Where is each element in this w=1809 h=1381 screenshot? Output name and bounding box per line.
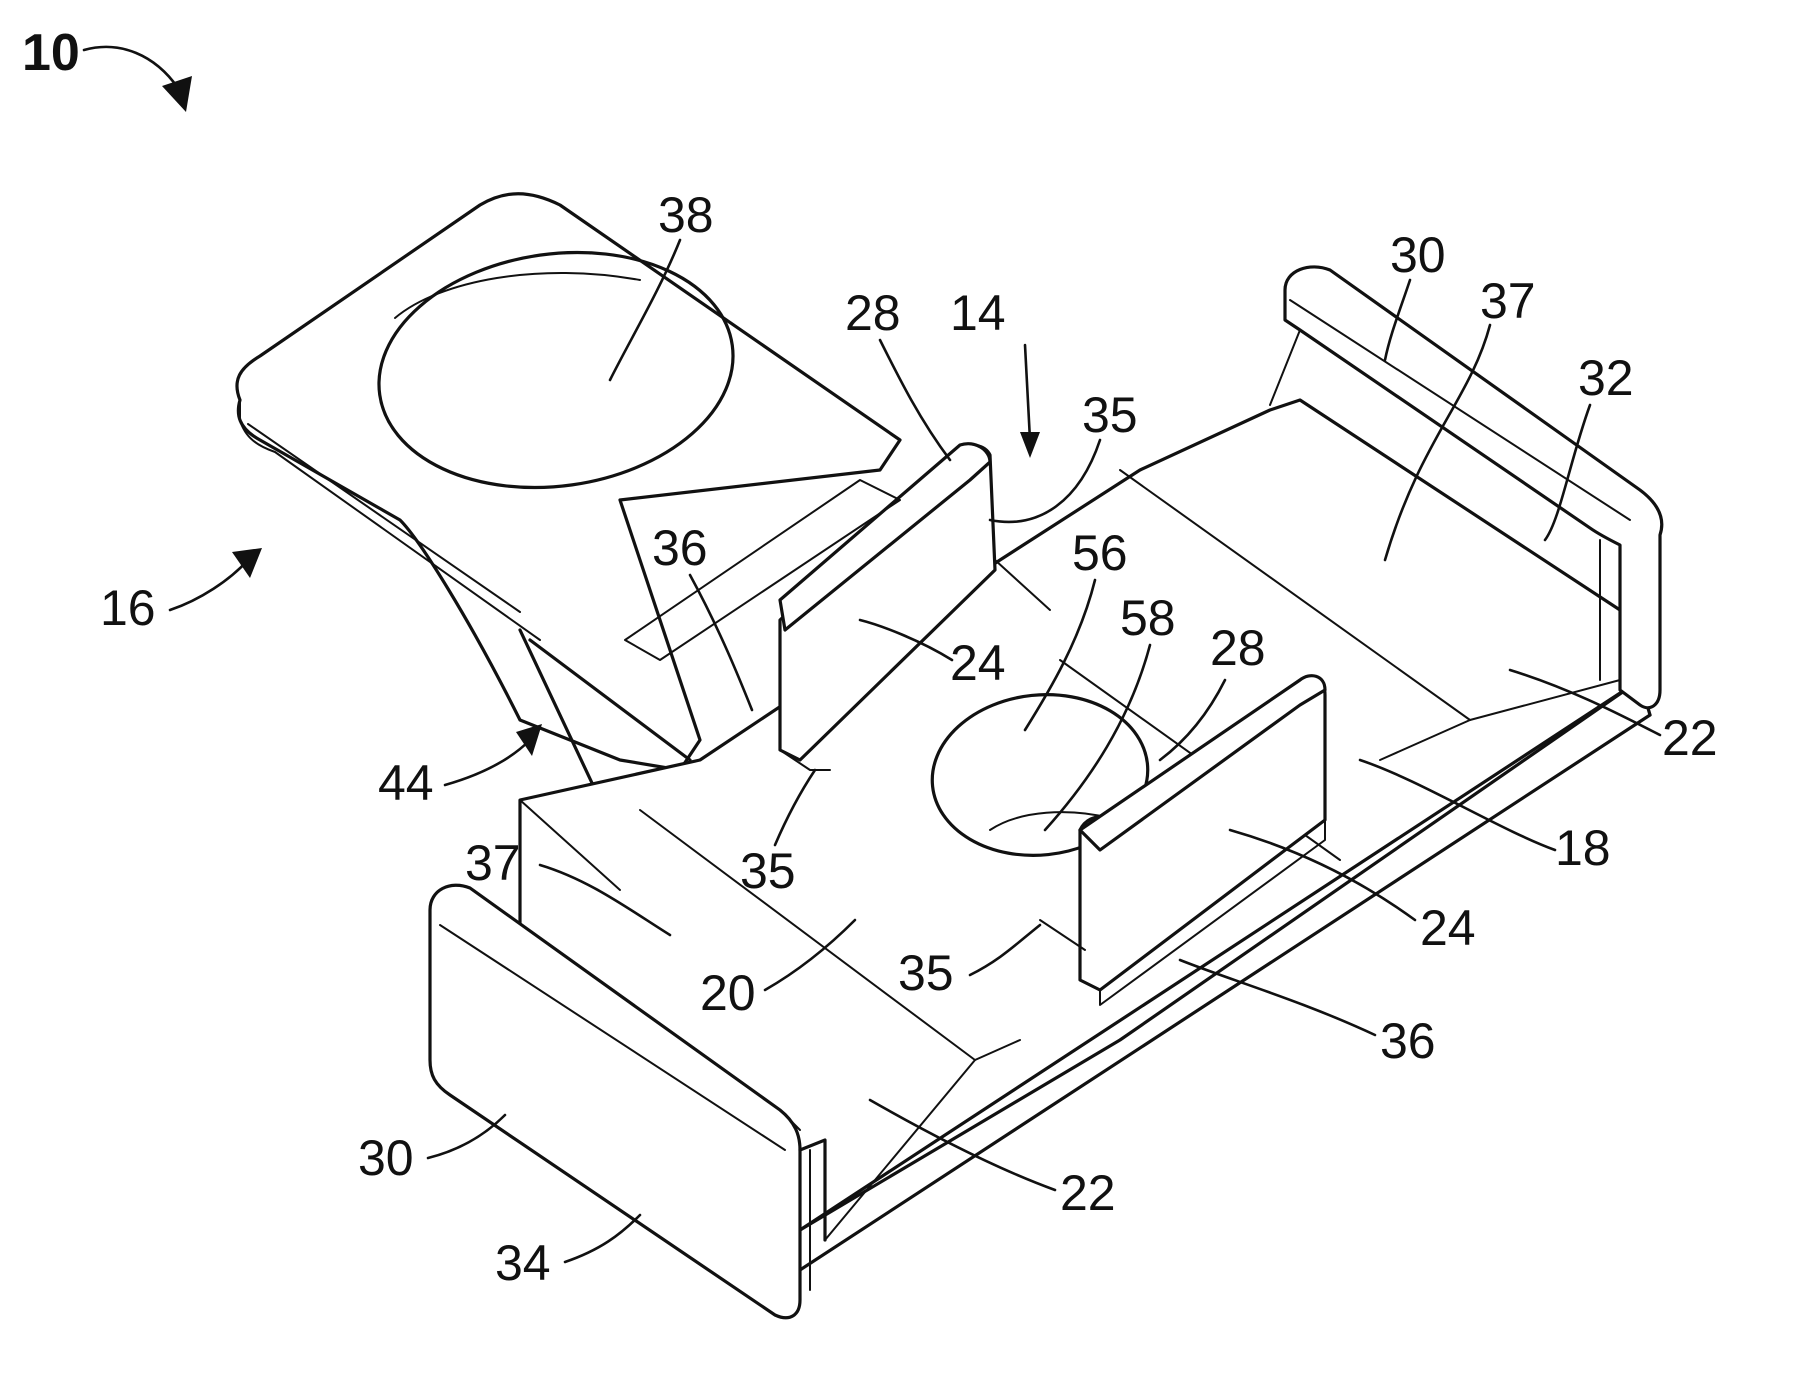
- ref-16: 16: [100, 580, 156, 636]
- ref-22-front: 22: [1060, 1165, 1116, 1221]
- ref-44: 44: [378, 755, 434, 811]
- ref-35-top: 35: [1082, 387, 1138, 443]
- ref-14: 14: [950, 285, 1006, 341]
- ref-56: 56: [1072, 525, 1128, 581]
- bracket-body: [237, 194, 1662, 1318]
- ref-18: 18: [1555, 820, 1611, 876]
- ref-36-left: 36: [652, 520, 708, 576]
- ref-30-front: 30: [358, 1130, 414, 1186]
- ref-58: 58: [1120, 590, 1176, 646]
- ref-22-right: 22: [1662, 710, 1718, 766]
- ref-37-back: 37: [1480, 273, 1536, 329]
- ref-37-front: 37: [465, 835, 521, 891]
- ref-35-left: 35: [740, 843, 796, 899]
- ref-28-left: 28: [845, 285, 901, 341]
- ref-34: 34: [495, 1235, 551, 1291]
- ref-36-right: 36: [1380, 1013, 1436, 1069]
- ref-28-right: 28: [1210, 620, 1266, 676]
- ref-35-front: 35: [898, 945, 954, 1001]
- ref-20: 20: [700, 965, 756, 1021]
- ref-32: 32: [1578, 350, 1634, 406]
- figure-number-label: 10: [22, 24, 80, 82]
- ref-24-right: 24: [1420, 900, 1476, 956]
- ref-24-left: 24: [950, 635, 1006, 691]
- ref-38: 38: [658, 187, 714, 243]
- ref-30-back: 30: [1390, 227, 1446, 283]
